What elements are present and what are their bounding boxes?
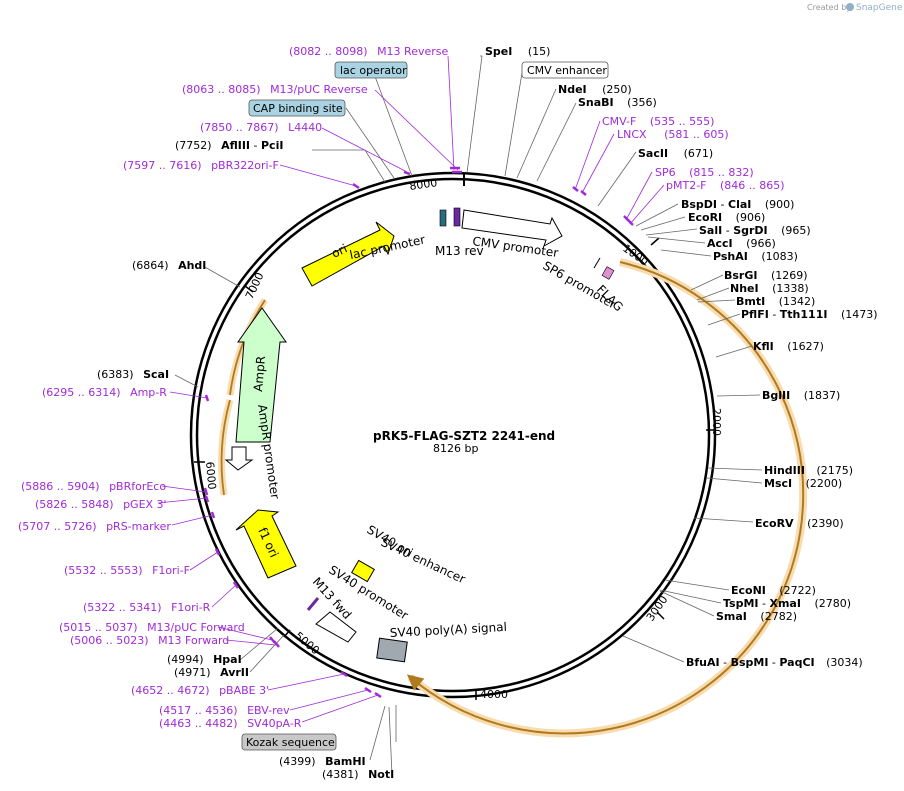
plasmid-title: pRK5-FLAG-SZT2 2241-end xyxy=(373,429,555,443)
enzyme-label-bamhi: (4399) BamHI xyxy=(279,755,366,768)
cmv-promoter-arrow xyxy=(461,209,563,248)
tick-label-4000: 4000 xyxy=(480,688,508,701)
enzyme-label-hindiii: HindIII (2175) xyxy=(764,464,853,477)
primer-label-sp6: SP6 (815 .. 832) xyxy=(655,166,754,179)
enzyme-label-hpai: (4994) HpaI xyxy=(167,653,242,666)
m13-rev-label: M13 rev xyxy=(435,244,484,258)
plasmid-size: 8126 bp xyxy=(433,442,478,455)
primer-label-pbrforeco: (5886 .. 5904) pBRforEco xyxy=(21,480,166,493)
enzyme-label-nhei: NheI (1338) xyxy=(730,282,809,295)
flag-tag-mark xyxy=(601,266,615,280)
leader-lines-primers-left xyxy=(157,55,459,723)
left-orf-arrow-1 xyxy=(229,299,266,396)
enzyme-label-ndei: NdeI (250) xyxy=(558,83,632,96)
ampr-feature-arrow xyxy=(235,307,287,443)
primer-marks-left xyxy=(203,166,462,699)
cmv-enhancer-box-label: CMV enhancer xyxy=(527,64,607,77)
primer-marks-right xyxy=(572,186,634,226)
f1-ori-feature-arrow xyxy=(235,509,297,579)
primer-label-m13-forward: (5006 .. 5023) M13 Forward xyxy=(70,634,229,647)
primer-label-cmv-f: CMV-F (535 .. 555) xyxy=(602,115,714,128)
kozak-sequence-box xyxy=(241,733,337,751)
sp6-promoter-mark xyxy=(593,257,601,269)
enzyme-label-bglii: BglII (1837) xyxy=(762,389,840,402)
snapgene-logo-icon xyxy=(846,3,854,11)
primer-label-m13-puc-forward: (5015 .. 5037) M13/pUC Forward xyxy=(59,621,245,634)
enzyme-label-pflfi-tth111i: PflFI - Tth111I (1473) xyxy=(741,308,878,321)
m13-fwd-mark xyxy=(306,597,320,611)
primer-label-f1ori-f: (5532 .. 5553) F1ori-F xyxy=(64,564,190,577)
ampr-promoter-label: AmpR promoter xyxy=(255,403,282,499)
tick-label-6000: 6000 xyxy=(203,461,218,490)
primer-label-pmt2-f: pMT2-F (846 .. 865) xyxy=(666,179,785,192)
enzyme-label-tspmi-xmai: TspMI - XmaI (2780) xyxy=(723,597,851,610)
primer-label-pbr322ori-f: (7597 .. 7616) pBR322ori-F xyxy=(123,159,279,172)
cap-binding-site-box xyxy=(248,99,346,117)
ori-feature-arrow xyxy=(301,221,395,287)
leader-lines-right xyxy=(466,55,763,663)
enzyme-label-bfuai-bspmi-paqci: BfuAI - BspMI - PaqCI (3034) xyxy=(686,656,863,669)
primer-label-l4440: (7850 .. 7867) L4440 xyxy=(200,121,322,134)
enzyme-label-ahdi: (6864) AhdI xyxy=(132,259,206,272)
primer-label-pgex-3: (5826 .. 5848) pGEX 3' xyxy=(35,498,167,511)
enzyme-label-sacii: SacII (671) xyxy=(638,147,713,160)
primer-label-pbabe-3: (4652 .. 4672) pBABE 3' xyxy=(131,684,269,697)
primer-label-amp-r: (6295 .. 6314) Amp-R xyxy=(42,386,167,399)
primer-label-m13-reverse: (8082 .. 8098) M13 Reverse xyxy=(289,45,448,58)
primer-label-lncx: LNCX (581 .. 605) xyxy=(617,128,729,141)
enzyme-label-msci: MscI (2200) xyxy=(764,477,842,490)
enzyme-label-ecori: EcoRI (906) xyxy=(688,211,765,224)
primer-label-f1ori-r: (5322 .. 5341) F1ori-R xyxy=(83,601,211,614)
cmv-enhancer-box xyxy=(521,61,609,79)
sv40-promoter-arrow xyxy=(315,611,357,643)
enzyme-label-noti: (4381) NotI xyxy=(322,768,394,781)
enzyme-label-kfli: KflI (1627) xyxy=(753,340,824,353)
enzyme-label-acci: AccI (966) xyxy=(707,237,776,250)
ori-label: ori xyxy=(329,241,349,260)
enzyme-label-bmti: BmtI (1342) xyxy=(736,295,815,308)
enzyme-label-afliii-pcii: (7752) AflIII - PciI xyxy=(175,139,283,152)
sv40-polya-label: SV40 poly(A) signal xyxy=(389,620,507,640)
sv40-ori-block xyxy=(351,559,375,583)
enzyme-label-bspdi-clai: BspDI - ClaI (900) xyxy=(681,198,794,211)
enzyme-label-snabi: SnaBI (356) xyxy=(578,96,657,109)
m13-rev-mark xyxy=(453,207,461,227)
kozak-sequence-box-label: Kozak sequence xyxy=(246,736,335,749)
credit-brand: SnapGene xyxy=(856,3,903,13)
insert-orf-arrow xyxy=(406,261,805,735)
enzyme-label-pshai: PshAI (1083) xyxy=(713,250,798,263)
primer-label-ebv-rev: (4517 .. 4536) EBV-rev xyxy=(159,704,290,717)
credit-prefix: Created by xyxy=(807,3,851,12)
lac-operator-mark xyxy=(439,209,447,227)
primer-label-m13-puc-reverse: (8063 .. 8085) M13/pUC Reverse xyxy=(182,83,368,96)
lac-operator-box-label: lac operator xyxy=(340,64,407,77)
enzyme-label-sali-sgrdi: SalI - SgrDI (965) xyxy=(699,224,811,237)
leader-lines-primers-right xyxy=(574,120,665,225)
primer-label-sv40pa-r: (4463 .. 4482) SV40pA-R xyxy=(159,717,302,730)
cap-binding-site-box-label: CAP binding site xyxy=(253,102,343,115)
enzyme-label-bsrgi: BsrGI (1269) xyxy=(724,269,808,282)
sv40-polya-block xyxy=(376,637,408,663)
ampr-promoter-arrow xyxy=(224,446,254,471)
backbone-inner-strand xyxy=(195,177,711,693)
enzyme-label-scai: (6383) ScaI xyxy=(97,368,169,381)
enzyme-label-econi: EcoNI (2722) xyxy=(731,584,816,597)
primer-label-prs-marker: (5707 .. 5726) pRS-marker xyxy=(18,520,171,533)
enzyme-label-spei: SpeI (15) xyxy=(485,45,550,58)
ampr-label: AmpR xyxy=(251,355,268,392)
enzyme-label-ecorv: EcoRV (2390) xyxy=(755,517,844,530)
tick-label-8000: 8000 xyxy=(409,176,439,193)
enzyme-label-avrii: (4971) AvrII xyxy=(174,666,249,679)
enzyme-label-smai: SmaI (2782) xyxy=(716,610,797,623)
tick-label-2000: 2000 xyxy=(710,408,723,436)
sv40-enhancer-label: SV40 enhancer xyxy=(379,535,468,586)
lac-operator-box xyxy=(334,61,408,79)
left-orf-arrow-2 xyxy=(220,399,231,496)
